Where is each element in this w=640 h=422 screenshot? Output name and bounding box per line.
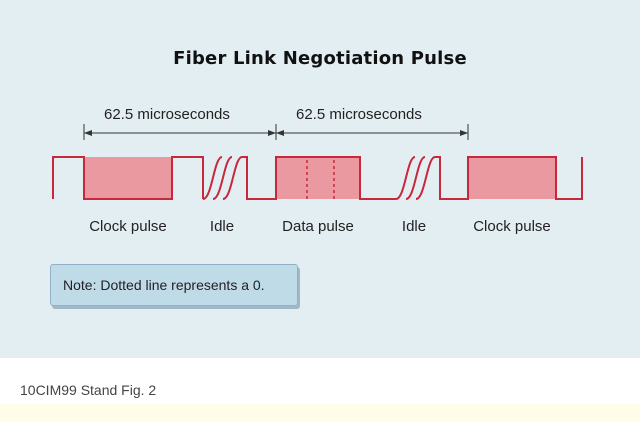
diagram-title: Fiber Link Negotiation Pulse (173, 48, 467, 69)
clock-pulse-fill-2 (468, 157, 556, 199)
clock-pulse-fill-1 (84, 157, 172, 199)
data-pulse-fill (276, 157, 360, 199)
dimension-label-2: 62.5 microseconds (296, 106, 422, 123)
dimension-arrows (83, 124, 469, 140)
segment-label-clock-1: Clock pulse (89, 218, 167, 235)
pulse-diagram (52, 124, 583, 200)
figure-caption: 10CIM99 Stand Fig. 2 (20, 382, 157, 398)
note-box: Note: Dotted line represents a 0. (50, 264, 298, 306)
segment-label-clock-2: Clock pulse (473, 218, 551, 235)
segment-label-idle-2: Idle (401, 218, 427, 235)
idle-squiggle-2 (395, 156, 436, 200)
segment-label-idle-1: Idle (209, 218, 235, 235)
waveform-right (435, 156, 583, 200)
waveform-middle (242, 156, 396, 200)
waveform-left (52, 156, 204, 200)
dimension-label-1: 62.5 microseconds (104, 106, 230, 123)
footer-band (0, 404, 640, 422)
idle-squiggle-1 (202, 156, 243, 200)
segment-label-data: Data pulse (282, 218, 354, 235)
